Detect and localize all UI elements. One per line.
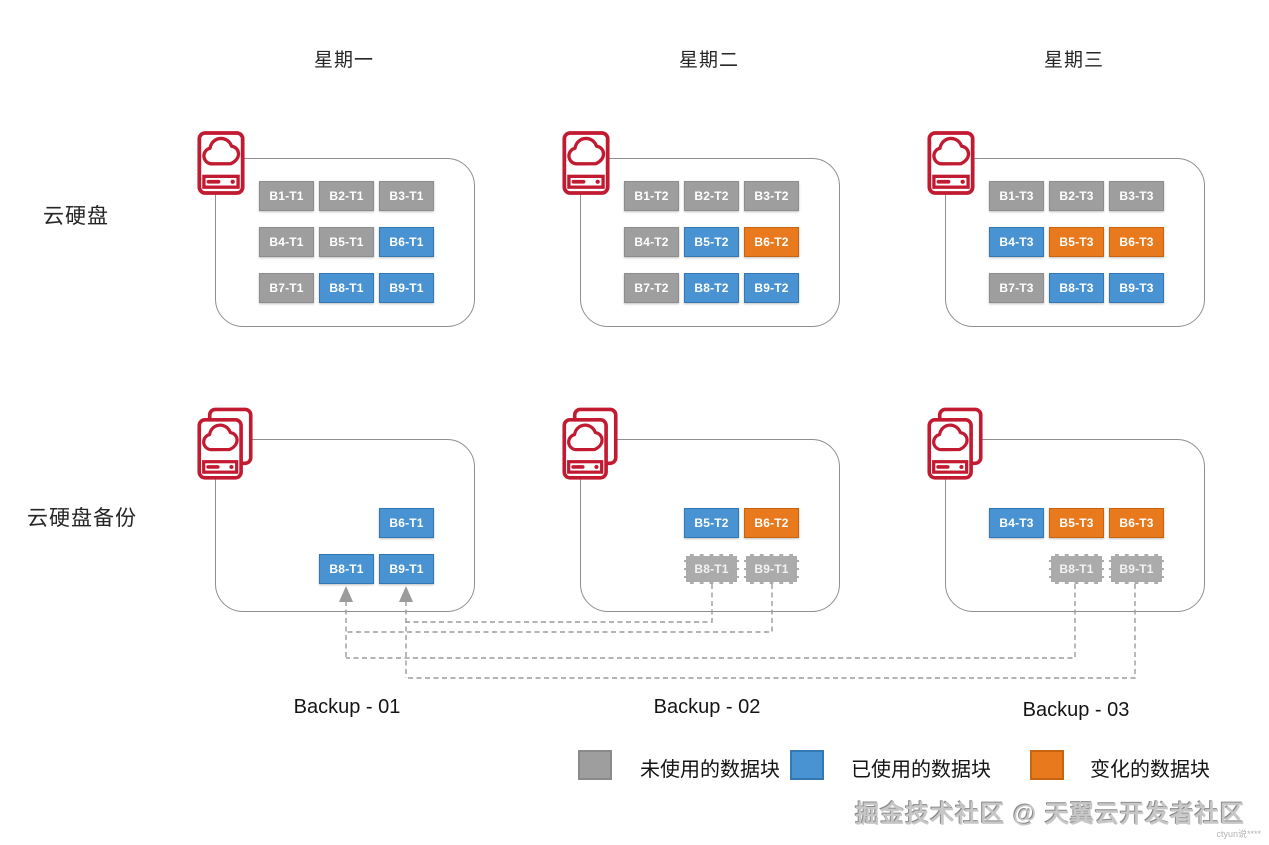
backup-block: B6-T1 [379,508,434,538]
cloud-disk-icon [561,129,611,197]
backup-block: B9-T1 [379,554,434,584]
data-block: B8-T3 [1049,273,1104,303]
data-block: B7-T2 [624,273,679,303]
cloud-disk-icon [926,129,976,197]
watermark-text: 掘金技术社区 @ 天翼云开发者社区 [855,801,1245,828]
backup-box-03: B4-T3 B5-T3 B6-T3 B8-T1 B9-T1 [945,439,1205,612]
data-block: B4-T3 [989,227,1044,257]
data-block: B4-T2 [624,227,679,257]
backup-block: B6-T3 [1109,508,1164,538]
watermark-subtext: ctyun说**** [1216,829,1261,839]
data-block: B8-T1 [319,273,374,303]
data-block: B9-T2 [744,273,799,303]
referenced-block: B9-T1 [744,554,799,584]
backup-block: B5-T2 [684,508,739,538]
data-block: B1-T3 [989,181,1044,211]
data-block: B8-T2 [684,273,739,303]
backup-caption-01: Backup - 01 [293,696,401,718]
cloud-disk-backup-icon [561,407,619,481]
cloud-disk-icon [196,129,246,197]
data-block: B3-T2 [744,181,799,211]
backup-block: B6-T2 [744,508,799,538]
referenced-block: B8-T1 [1049,554,1104,584]
data-block: B1-T2 [624,181,679,211]
row-label-cloud-disk-backup: 云硬盘备份 [27,507,137,530]
backup-caption-02: Backup - 02 [653,696,761,718]
data-block: B6-T2 [744,227,799,257]
data-block: B5-T1 [319,227,374,257]
legend-swatch-unused [578,750,612,780]
data-block: B2-T3 [1049,181,1104,211]
disk-box-day1: B1-T1 B2-T1 B3-T1 B4-T1 B5-T1 B6-T1 B7-T… [215,158,475,327]
data-block: B9-T1 [379,273,434,303]
data-block: B7-T3 [989,273,1044,303]
data-block: B3-T1 [379,181,434,211]
backup-box-02: B5-T2 B6-T2 B8-T1 B9-T1 [580,439,840,612]
legend-swatch-used [790,750,824,780]
data-block: B3-T3 [1109,181,1164,211]
day-header-wednesday: 星期三 [1043,50,1104,71]
backup-block: B8-T1 [319,554,374,584]
data-block: B2-T2 [684,181,739,211]
disk-box-day2: B1-T2 B2-T2 B3-T2 B4-T2 B5-T2 B6-T2 B7-T… [580,158,840,327]
legend-swatch-changed [1030,750,1064,780]
row-label-cloud-disk: 云硬盘 [43,205,109,228]
cloud-disk-backup-icon [196,407,254,481]
data-block: B6-T3 [1109,227,1164,257]
backup-block: B4-T3 [989,508,1044,538]
legend-label-unused: 未使用的数据块 [640,759,780,781]
data-block: B1-T1 [259,181,314,211]
data-block: B9-T3 [1109,273,1164,303]
data-block: B5-T3 [1049,227,1104,257]
data-block: B7-T1 [259,273,314,303]
cloud-disk-backup-icon [926,407,984,481]
referenced-block: B9-T1 [1109,554,1164,584]
day-header-monday: 星期一 [313,50,374,71]
backup-box-01: B6-T1 B8-T1 B9-T1 [215,439,475,612]
legend-label-used: 已使用的数据块 [851,759,991,781]
day-header-tuesday: 星期二 [678,50,739,71]
legend-label-changed: 变化的数据块 [1090,759,1210,781]
data-block: B6-T1 [379,227,434,257]
referenced-block: B8-T1 [684,554,739,584]
backup-caption-03: Backup - 03 [1022,699,1130,721]
data-block: B5-T2 [684,227,739,257]
disk-box-day3: B1-T3 B2-T3 B3-T3 B4-T3 B5-T3 B6-T3 B7-T… [945,158,1205,327]
data-block: B4-T1 [259,227,314,257]
backup-block: B5-T3 [1049,508,1104,538]
data-block: B2-T1 [319,181,374,211]
